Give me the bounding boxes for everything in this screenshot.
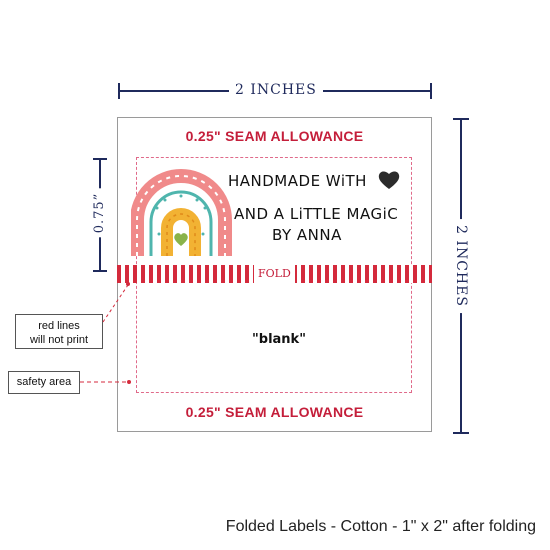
red-lines-callout-line-1: red lines bbox=[38, 320, 80, 332]
top-dimension-tick-left bbox=[118, 83, 120, 99]
product-caption: Folded Labels - Cotton - 1" x 2" after f… bbox=[225, 518, 536, 535]
right-dimension-label: 2 INCHES bbox=[453, 219, 469, 313]
seam-allowance-top: 0.25" SEAM ALLOWANCE bbox=[185, 128, 364, 144]
right-dimension-tick-bottom bbox=[453, 432, 469, 434]
label-text-line-3: BY ANNA bbox=[272, 226, 342, 244]
blank-placeholder-text: "blank" bbox=[252, 332, 306, 347]
fold-label: FOLD bbox=[254, 265, 295, 283]
top-dimension-tick-right bbox=[430, 83, 432, 99]
heart-icon bbox=[378, 171, 400, 189]
red-lines-callout-line-2: will not print bbox=[29, 334, 89, 346]
label-text-line-2: AND A LiTTLE MAGiC bbox=[234, 205, 399, 223]
rainbow-graphic bbox=[131, 169, 232, 256]
left-dimension-tick-bottom bbox=[93, 270, 107, 272]
left-dimension-tick-top bbox=[93, 158, 107, 160]
right-dimension-tick-top bbox=[453, 118, 469, 120]
red-lines-callout: red lines will not print bbox=[15, 314, 103, 349]
label-text-line-1: HANDMADE WiTH bbox=[228, 172, 367, 190]
seam-allowance-bottom: 0.25" SEAM ALLOWANCE bbox=[185, 404, 364, 420]
left-dimension-label: 0.75” bbox=[92, 188, 108, 238]
safety-area-callout: safety area bbox=[8, 371, 80, 394]
top-dimension-label: 2 INCHES bbox=[229, 82, 323, 98]
